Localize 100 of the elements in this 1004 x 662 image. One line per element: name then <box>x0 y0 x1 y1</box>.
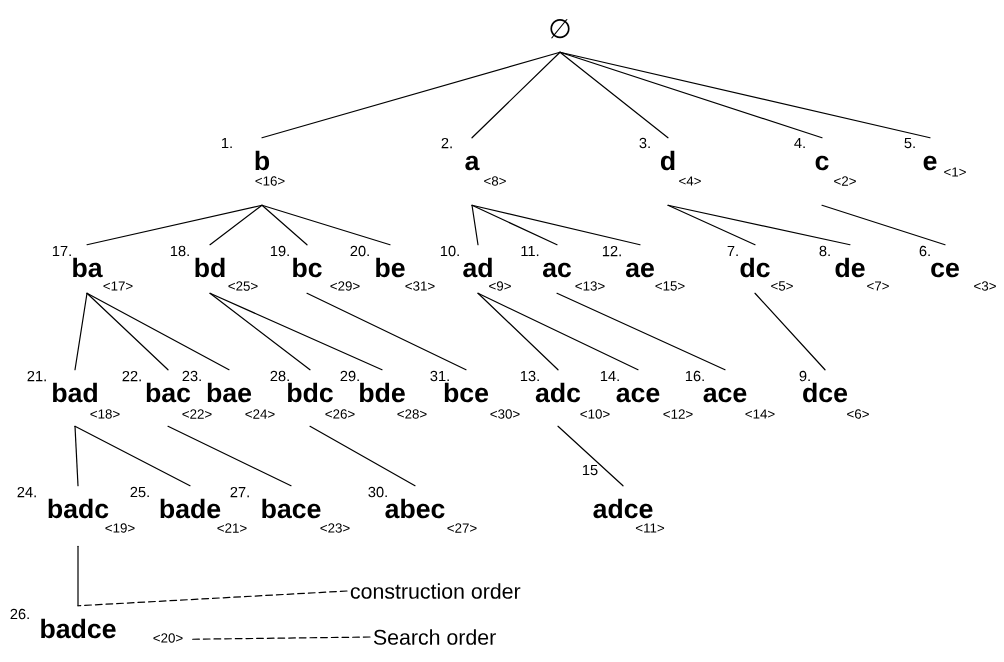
tree-line <box>557 425 624 487</box>
tree-line <box>559 51 669 139</box>
tree-line <box>209 292 311 371</box>
search-order-number: <16> <box>255 176 285 186</box>
set-label: bad <box>53 382 97 403</box>
construction-number: 13. <box>520 370 539 382</box>
search-order-number: <29> <box>330 281 360 291</box>
search-order-number: <8> <box>484 176 506 186</box>
set-label: bace <box>262 498 321 519</box>
annotation-text: Search order <box>373 629 496 645</box>
search-order-number: <4> <box>679 176 701 186</box>
construction-number: 22. <box>122 370 141 382</box>
search-order-number: <24> <box>245 409 275 419</box>
search-order-number: <17> <box>103 281 133 291</box>
set-label: b <box>255 150 270 171</box>
construction-number: 26. <box>10 608 29 620</box>
set-label: dc <box>740 257 770 278</box>
construction-number: 9. <box>799 370 810 382</box>
search-order-number: <26> <box>325 409 355 419</box>
set-label: bdc <box>288 382 333 403</box>
set-label: c <box>815 155 829 171</box>
tree-line <box>556 292 726 371</box>
construction-number: 6. <box>919 245 930 257</box>
set-label: bac <box>146 382 191 403</box>
empty-set-symbol: ∅ <box>550 19 570 39</box>
construction-number: 17. <box>52 245 71 257</box>
construction-number: 19. <box>270 245 289 257</box>
tree-line <box>209 292 383 371</box>
tree-line <box>74 425 79 487</box>
set-label: ce <box>931 262 959 278</box>
tree-line <box>471 204 641 246</box>
construction-number: 20. <box>350 245 369 257</box>
tree-line <box>477 292 639 371</box>
construction-number: 16. <box>685 370 704 382</box>
construction-number: 23. <box>182 370 201 382</box>
construction-number: 27. <box>230 486 249 498</box>
search-order-number: <30> <box>490 409 520 419</box>
tree-line <box>86 292 230 371</box>
tree-line <box>209 204 263 246</box>
search-order-number: <19> <box>105 523 135 533</box>
tree-line <box>309 425 416 487</box>
search-order-number: <22> <box>182 409 212 419</box>
search-order-number: <6> <box>847 409 869 419</box>
tree-line <box>667 204 851 246</box>
set-label: badc <box>48 498 109 519</box>
set-label: de <box>835 257 865 278</box>
construction-number: 24. <box>17 486 36 498</box>
construction-number: 25. <box>130 486 149 498</box>
construction-number: 31. <box>430 370 449 382</box>
search-order-number: <20> <box>153 633 183 643</box>
construction-number: 28. <box>270 370 289 382</box>
search-order-number: <28> <box>397 409 427 419</box>
tree-line <box>261 204 391 246</box>
tree-line <box>86 204 263 246</box>
set-label: adc <box>535 382 581 403</box>
tree-line <box>86 292 169 371</box>
construction-number: 30. <box>368 486 387 498</box>
set-label: bd <box>195 257 225 278</box>
search-order-number: <31> <box>405 281 435 291</box>
search-order-number: <14> <box>745 409 775 419</box>
set-label: ace <box>616 387 660 403</box>
tree-line <box>667 204 756 246</box>
construction-number: 7. <box>727 245 738 257</box>
construction-number: 21. <box>27 370 46 382</box>
tree-line <box>77 545 79 607</box>
search-order-number: <3> <box>974 281 996 291</box>
tree-line <box>821 204 946 246</box>
set-label: d <box>660 150 675 171</box>
construction-number: 8. <box>819 245 830 257</box>
tree-line <box>471 204 479 246</box>
set-label: badce <box>41 618 116 639</box>
set-label: ba <box>73 257 103 278</box>
tree-line <box>74 425 191 487</box>
construction-number: 29. <box>340 370 359 382</box>
set-label: e <box>923 155 937 171</box>
tree-line <box>754 292 826 371</box>
search-order-number: <2> <box>834 176 856 186</box>
tree-line <box>74 292 88 371</box>
set-label: ad <box>463 257 492 278</box>
leader-line <box>77 590 348 607</box>
annotation-text: construction order <box>350 583 521 599</box>
construction-number: 18. <box>170 245 189 257</box>
search-order-number: <21> <box>217 523 247 533</box>
set-label: bc <box>293 257 322 278</box>
set-label: ae <box>625 262 654 278</box>
set-label: bce <box>444 382 489 403</box>
construction-number: 4. <box>794 137 805 149</box>
construction-number: 12. <box>602 245 621 257</box>
construction-number: 14. <box>600 370 619 382</box>
search-order-number: <11> <box>635 523 665 533</box>
tree-line <box>471 204 558 246</box>
tree-line <box>477 292 559 371</box>
search-order-number: <27> <box>447 523 477 533</box>
set-label: bade <box>160 498 221 519</box>
tree-line <box>471 51 561 139</box>
tree-line <box>261 51 561 139</box>
construction-number: 2. <box>441 137 452 149</box>
search-order-number: <15> <box>655 281 685 291</box>
set-label: bde <box>360 382 405 403</box>
search-order-number: <23> <box>320 523 350 533</box>
